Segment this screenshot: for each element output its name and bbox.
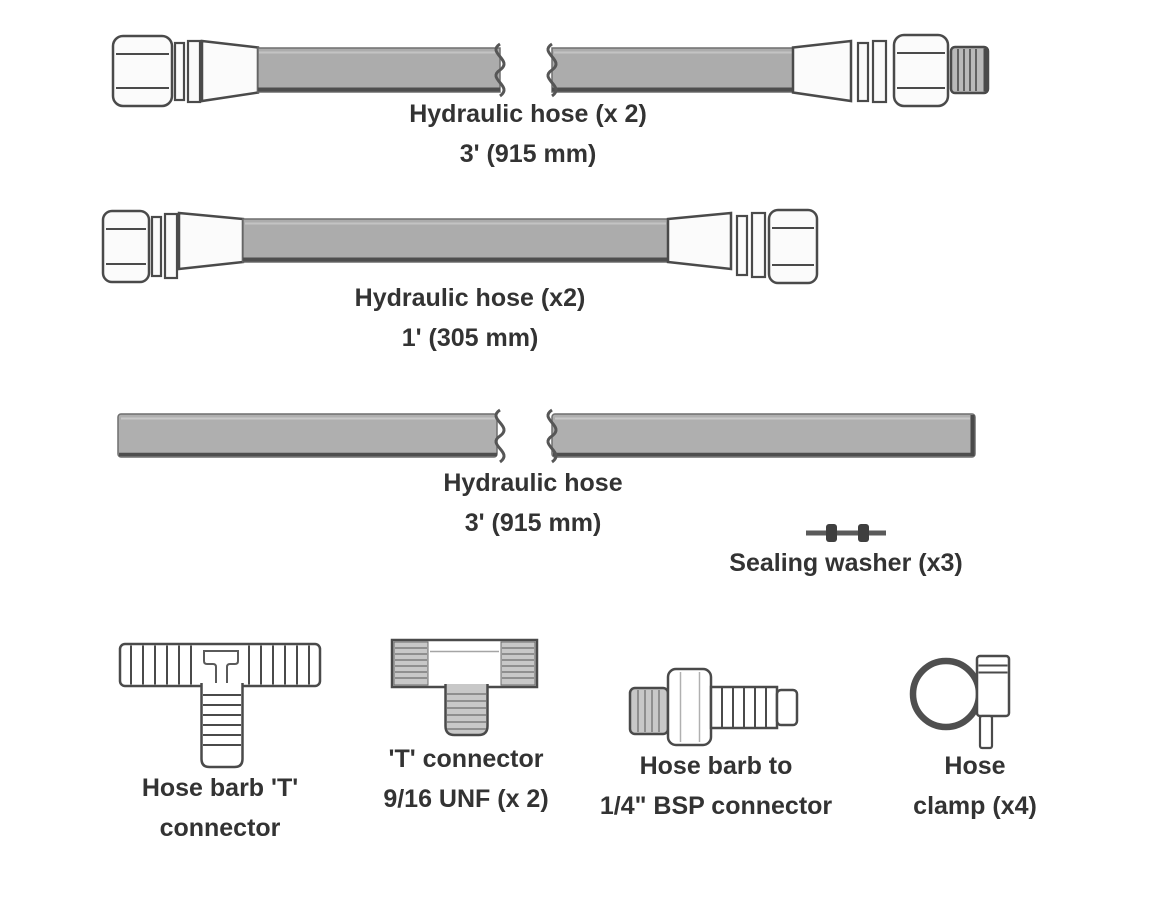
bsp-thread xyxy=(628,686,670,736)
hose-1ft-pair-label: Hydraulic hose (x2) 1' (305 mm) xyxy=(355,278,586,358)
collar-band xyxy=(871,39,888,104)
part-name: Hydraulic hose (x 2) xyxy=(409,100,647,128)
hose-body xyxy=(257,47,501,93)
t-connector-stem xyxy=(444,684,489,737)
hose-barb-t-connector-label: Hose barb 'T' connector xyxy=(142,768,298,848)
part-name: Hose barb to xyxy=(639,752,793,780)
collar-band xyxy=(186,39,202,104)
hose-barb-t-connector-drawing xyxy=(118,642,322,769)
ferrule xyxy=(791,39,853,103)
swivel-nut xyxy=(111,34,174,108)
bsp-barb-tip xyxy=(775,688,799,727)
washer-disc xyxy=(826,524,837,542)
clamp-screw-housing xyxy=(975,654,1011,718)
break-mark xyxy=(494,42,506,98)
part-name: 9/16 UNF (x 2) xyxy=(383,785,549,813)
part-length: 1' (305 mm) xyxy=(401,324,539,352)
hose-3ft-pair-label: Hydraulic hose (x 2) 3' (915 mm) xyxy=(409,94,647,174)
break-mark xyxy=(546,42,558,98)
swivel-nut xyxy=(892,33,950,108)
break-mark xyxy=(546,408,558,464)
hose-body xyxy=(242,218,669,263)
hose-body xyxy=(551,413,976,458)
part-name: Hose xyxy=(944,752,1006,780)
ferrule xyxy=(177,211,245,271)
swivel-nut xyxy=(101,209,151,284)
hose-barb-bsp-connector-drawing xyxy=(628,667,799,747)
hose-3ft-plain-label: Hydraulic hose 3' (915 mm) xyxy=(443,463,622,543)
collar-band xyxy=(750,211,767,279)
collar-band xyxy=(856,41,870,103)
part-name: connector xyxy=(159,814,281,842)
hose-clamp-drawing xyxy=(909,654,1011,750)
swivel-nut xyxy=(767,208,819,285)
hose-body xyxy=(551,47,794,93)
part-length: 3' (915 mm) xyxy=(459,140,597,168)
part-name: 1/4" BSP connector xyxy=(599,792,833,820)
clamp-ring xyxy=(909,657,983,731)
part-length: 3' (915 mm) xyxy=(464,509,602,537)
part-name: 'T' connector xyxy=(388,745,544,773)
part-name: clamp (x4) xyxy=(913,792,1037,820)
hose-body xyxy=(117,413,498,458)
break-mark xyxy=(494,408,506,464)
collar-band xyxy=(173,41,186,102)
washer-disc xyxy=(858,524,869,542)
hose-barb-bsp-connector-label: Hose barb to 1/4" BSP connector xyxy=(600,746,832,826)
part-name: Hydraulic hose (x2) xyxy=(354,284,586,312)
clamp-screw xyxy=(978,714,994,750)
ferrule xyxy=(666,211,733,271)
hose-1ft-pair-drawing xyxy=(101,208,819,285)
hose-clamp-label: Hose clamp (x4) xyxy=(913,746,1037,826)
t-connector-unf-label: 'T' connector 9/16 UNF (x 2) xyxy=(383,739,548,819)
bsp-hex-nut xyxy=(666,667,713,747)
part-name: Hose barb 'T' xyxy=(141,774,299,802)
part-name: Sealing washer (x3) xyxy=(729,549,963,577)
collar-band xyxy=(735,214,749,277)
sealing-washer-label: Sealing washer (x3) xyxy=(729,543,962,583)
part-name: Hydraulic hose xyxy=(443,469,623,497)
ferrule xyxy=(200,39,260,103)
hose-3ft-plain-drawing xyxy=(117,408,976,464)
t-connector-unf-drawing xyxy=(390,638,539,737)
sealing-washer-drawing xyxy=(806,524,886,542)
collar-band xyxy=(150,215,163,278)
hose-3ft-pair-drawing xyxy=(111,33,990,108)
collar-band xyxy=(163,212,179,280)
